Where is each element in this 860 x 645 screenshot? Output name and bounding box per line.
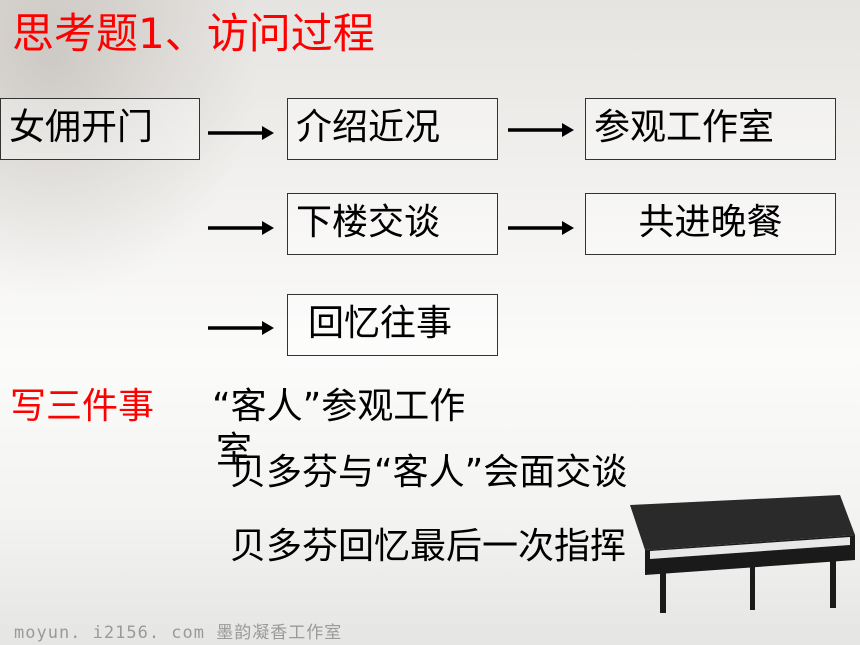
arrow-right-icon bbox=[208, 321, 274, 335]
flow-box-3: 参观工作室 bbox=[585, 98, 836, 160]
arrow-right-icon bbox=[208, 221, 274, 235]
event-item-1-wrap: 室 bbox=[216, 430, 253, 471]
page-title: 思考题1、访问过程 bbox=[12, 9, 375, 58]
piano-image bbox=[630, 495, 855, 613]
event-item-1: “客人”参观工作 bbox=[212, 386, 466, 427]
flow-box-1: 女佣开门 bbox=[0, 98, 200, 160]
arrow-right-icon bbox=[508, 123, 574, 137]
flow-box-2: 介绍近况 bbox=[287, 98, 498, 160]
flow-box-5: 共进晚餐 bbox=[585, 193, 836, 255]
arrow-right-icon bbox=[508, 221, 574, 235]
flow-box-6: 回忆往事 bbox=[287, 294, 498, 356]
event-item-3: 贝多芬回忆最后一次指挥 bbox=[230, 526, 627, 567]
flow-box-4: 下楼交谈 bbox=[287, 193, 498, 255]
arrow-right-icon bbox=[208, 126, 274, 140]
event-item-2: 贝多芬与“客人”会面交谈 bbox=[230, 452, 628, 493]
footer-watermark: moyun. i2156. com 墨韵凝香工作室 bbox=[14, 623, 343, 643]
events-label: 写三件事 bbox=[10, 386, 155, 427]
